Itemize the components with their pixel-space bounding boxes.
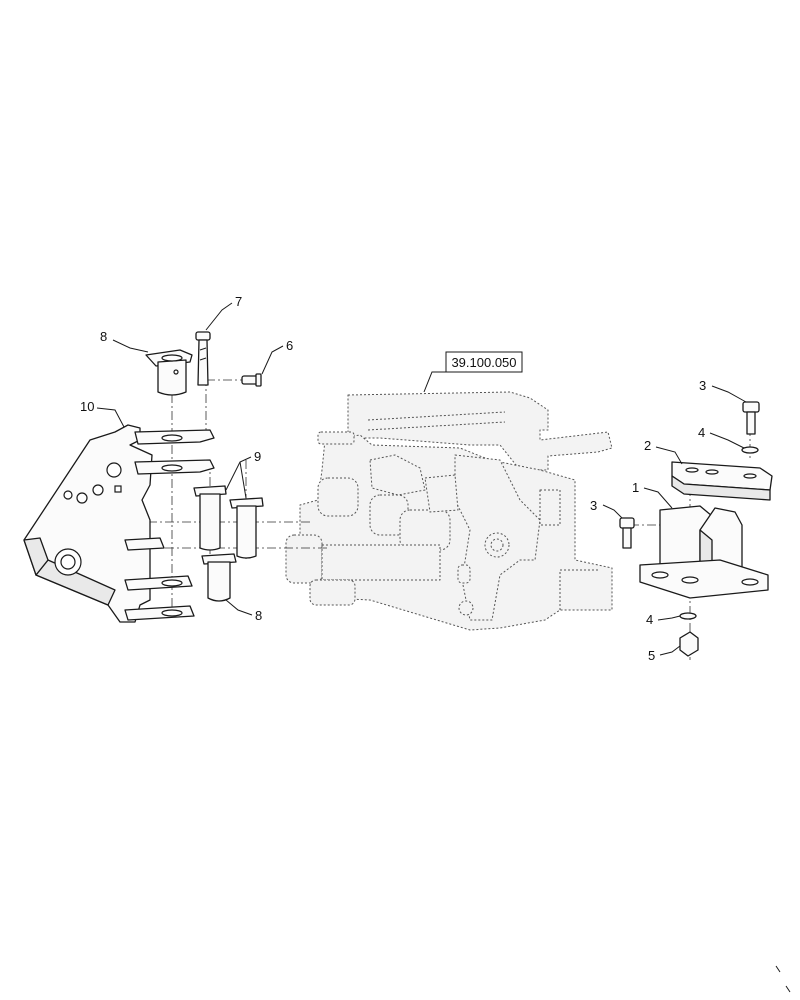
bushing-part-9a — [193, 485, 227, 551]
callout-1: 1 — [632, 480, 639, 495]
ghost-assembly — [285, 391, 613, 631]
reference-label: 39.100.050 — [423, 351, 523, 393]
callout-4-bottom: 4 — [646, 612, 653, 627]
callout-8-bottom: 8 — [255, 608, 262, 623]
screw-part-6 — [241, 373, 262, 387]
reference-text: 39.100.050 — [451, 355, 516, 370]
pin-part-8-bottom — [201, 553, 237, 602]
mount-part-1 — [639, 505, 769, 599]
callout-7: 7 — [235, 294, 242, 309]
callout-numbers: 8 7 6 10 9 8 3 4 2 1 3 4 5 — [80, 294, 706, 663]
callout-3-right: 3 — [699, 378, 706, 393]
corner-mark — [775, 965, 791, 993]
bolt-part-3-left — [619, 517, 635, 549]
bolt-part-3-right — [742, 401, 760, 435]
nut-part-5 — [679, 631, 699, 657]
callout-4-top: 4 — [698, 425, 705, 440]
bushing-part-9b — [229, 497, 264, 559]
washer-part-4-bottom — [679, 612, 697, 620]
callout-2: 2 — [644, 438, 651, 453]
callout-3-left: 3 — [590, 498, 597, 513]
callout-9: 9 — [254, 449, 261, 464]
bracket-part-10 — [23, 424, 215, 623]
callout-8-top: 8 — [100, 329, 107, 344]
plate-part-2 — [671, 461, 773, 501]
bolt-part-7 — [195, 331, 211, 386]
callout-leaders — [96, 302, 747, 656]
callout-10: 10 — [80, 399, 94, 414]
callout-5: 5 — [648, 648, 655, 663]
callout-6: 6 — [286, 338, 293, 353]
washer-part-4-top — [741, 446, 759, 454]
pin-part-8-top — [145, 349, 193, 396]
